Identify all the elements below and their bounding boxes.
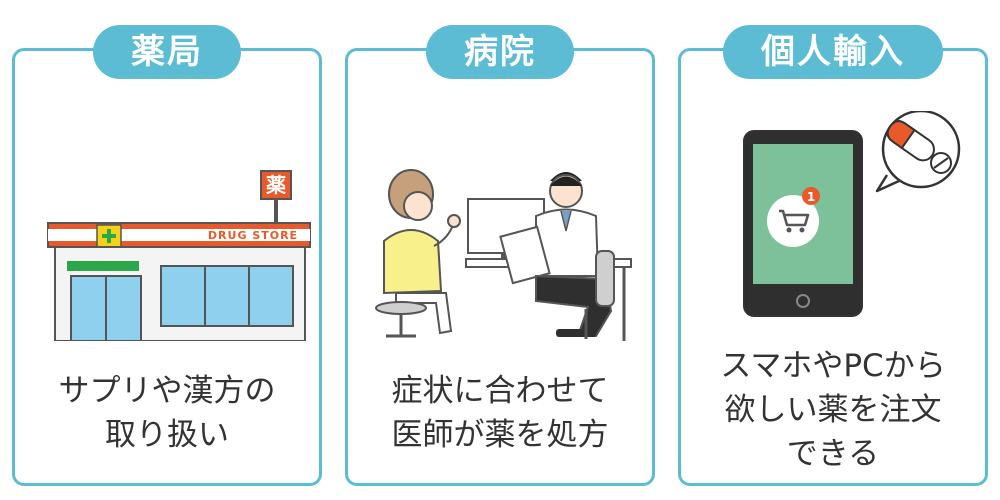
- sign-char: 薬: [266, 173, 286, 197]
- cart-badge-count: 1: [807, 190, 815, 204]
- cart-icon: 1: [767, 187, 820, 247]
- drugstore-icon: 薬 DRUG STORE: [47, 170, 311, 341]
- card-title-badge: 病院: [426, 25, 574, 79]
- capsule-pill-icon: [875, 111, 961, 193]
- doctor-consultation-icon: [375, 169, 632, 341]
- card-title-badge: 個人輸入: [723, 25, 943, 79]
- card-caption: 症状に合わせて 医師が薬を処方: [391, 373, 609, 453]
- card-title-badge: 薬局: [93, 25, 241, 79]
- smartphone-icon: 1: [743, 111, 961, 317]
- card-caption: サプリや漢方の 取り扱い: [58, 373, 276, 453]
- store-sign-text: DRUG STORE: [208, 229, 298, 242]
- card-pharmacy: 薬局 薬 DRUG STORE サプリや漢方の 取り扱い: [12, 25, 322, 486]
- card-personal-import: 個人輸入 1 スマホやPCから 欲しい薬を注文 できる: [678, 25, 988, 486]
- card-caption: スマホやPCから 欲しい薬を注文 できる: [720, 348, 946, 472]
- card-hospital: 病院 症状に合わせて 医師が薬を処方: [345, 25, 655, 486]
